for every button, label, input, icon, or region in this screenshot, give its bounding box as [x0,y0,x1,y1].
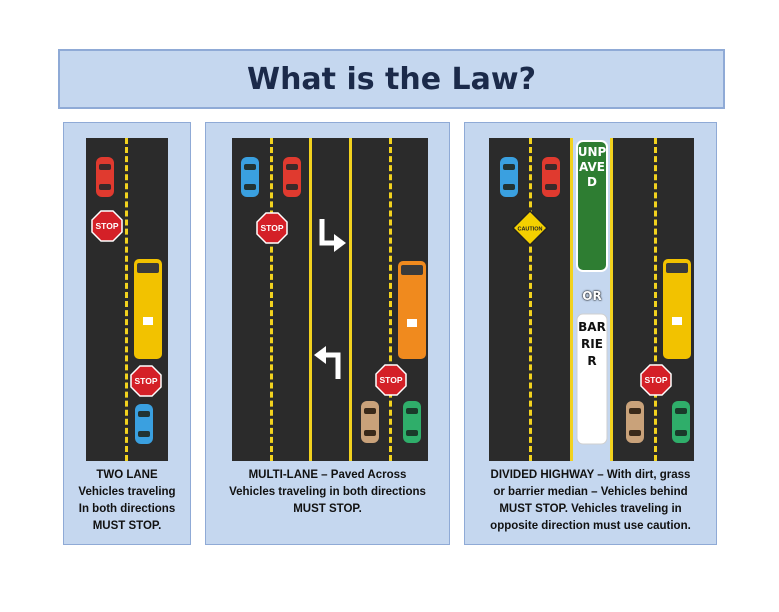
caption-line: MUST STOP. [92,520,162,532]
red-car [542,157,560,197]
green-car [672,401,690,443]
turn-arrow-up-icon [314,346,341,379]
caption-line: MULTI-LANE – Paved Across [248,469,407,481]
caption-line: TWO LANE [96,469,158,481]
unpaved-median [576,140,608,272]
caption-line: opposite direction must use caution. [490,520,691,532]
stop-sign-text: STOP [380,375,403,385]
title-banner: What is the Law? [58,49,725,109]
caption: TWO LANE Vehicles traveling In both dire… [64,467,190,535]
caption-line: DIVIDED HIGHWAY – With dirt, grass [490,469,691,481]
caption-line: Vehicles traveling in both directions [229,486,426,498]
unpaved-median-text: UNPAVED [577,145,607,190]
turn-arrow-down-icon [319,219,346,252]
center-line [309,138,312,461]
barrier-median [576,313,608,445]
center-line [349,138,352,461]
red-car [283,157,301,197]
stop-sign-text: STOP [135,376,158,386]
road [232,138,428,461]
caption-line: MUST STOP. Vehicles traveling in [499,503,682,515]
blue-car [241,157,259,197]
lane-line [389,138,392,461]
panel-divided-highway: UNPAVED OR BARRIER CAUTION STOP DIV [464,122,717,545]
lane-line [654,138,657,461]
stop-sign-text: STOP [261,223,284,233]
blue-car [500,157,518,197]
panel-two-lane: STOP STOP TWO LANE Vehicles traveling In… [63,122,191,545]
green-car [403,401,421,443]
panel-multi-lane: STOP STOP MULTI-LANE – Paved Across Vehi… [205,122,450,545]
caution-sign-text: CAUTION [517,227,542,233]
page-title: What is the Law? [246,61,537,97]
school-bus [398,261,426,359]
caption-line: or barrier median – Vehicles behind [493,486,688,498]
road-edge-line [610,138,613,461]
caption-line: In both directions [78,503,176,515]
or-label: OR [582,289,602,303]
red-car [96,157,114,197]
blue-car [135,404,153,444]
school-bus [663,259,691,359]
caption-line: Vehicles traveling [78,486,176,498]
tan-car [626,401,644,443]
barrier-median-text: BARRIER [578,320,606,369]
school-bus [134,259,162,359]
caption-line: MUST STOP. [293,503,362,515]
lane-line [270,138,273,461]
caption: MULTI-LANE – Paved Across Vehicles trave… [206,467,449,518]
stop-sign: STOP [91,210,123,242]
stop-sign-text: STOP [96,221,119,231]
stop-sign: STOP [375,364,407,396]
stop-sign: STOP [640,364,672,396]
caution-sign: CAUTION [511,209,549,247]
tan-car [361,401,379,443]
stop-sign-text: STOP [645,375,668,385]
lane-line [529,138,532,461]
center-line [125,138,128,461]
stop-sign: STOP [256,212,288,244]
stop-sign: STOP [130,365,162,397]
road-edge-line [570,138,573,461]
caption: DIVIDED HIGHWAY – With dirt, grass or ba… [465,467,716,535]
